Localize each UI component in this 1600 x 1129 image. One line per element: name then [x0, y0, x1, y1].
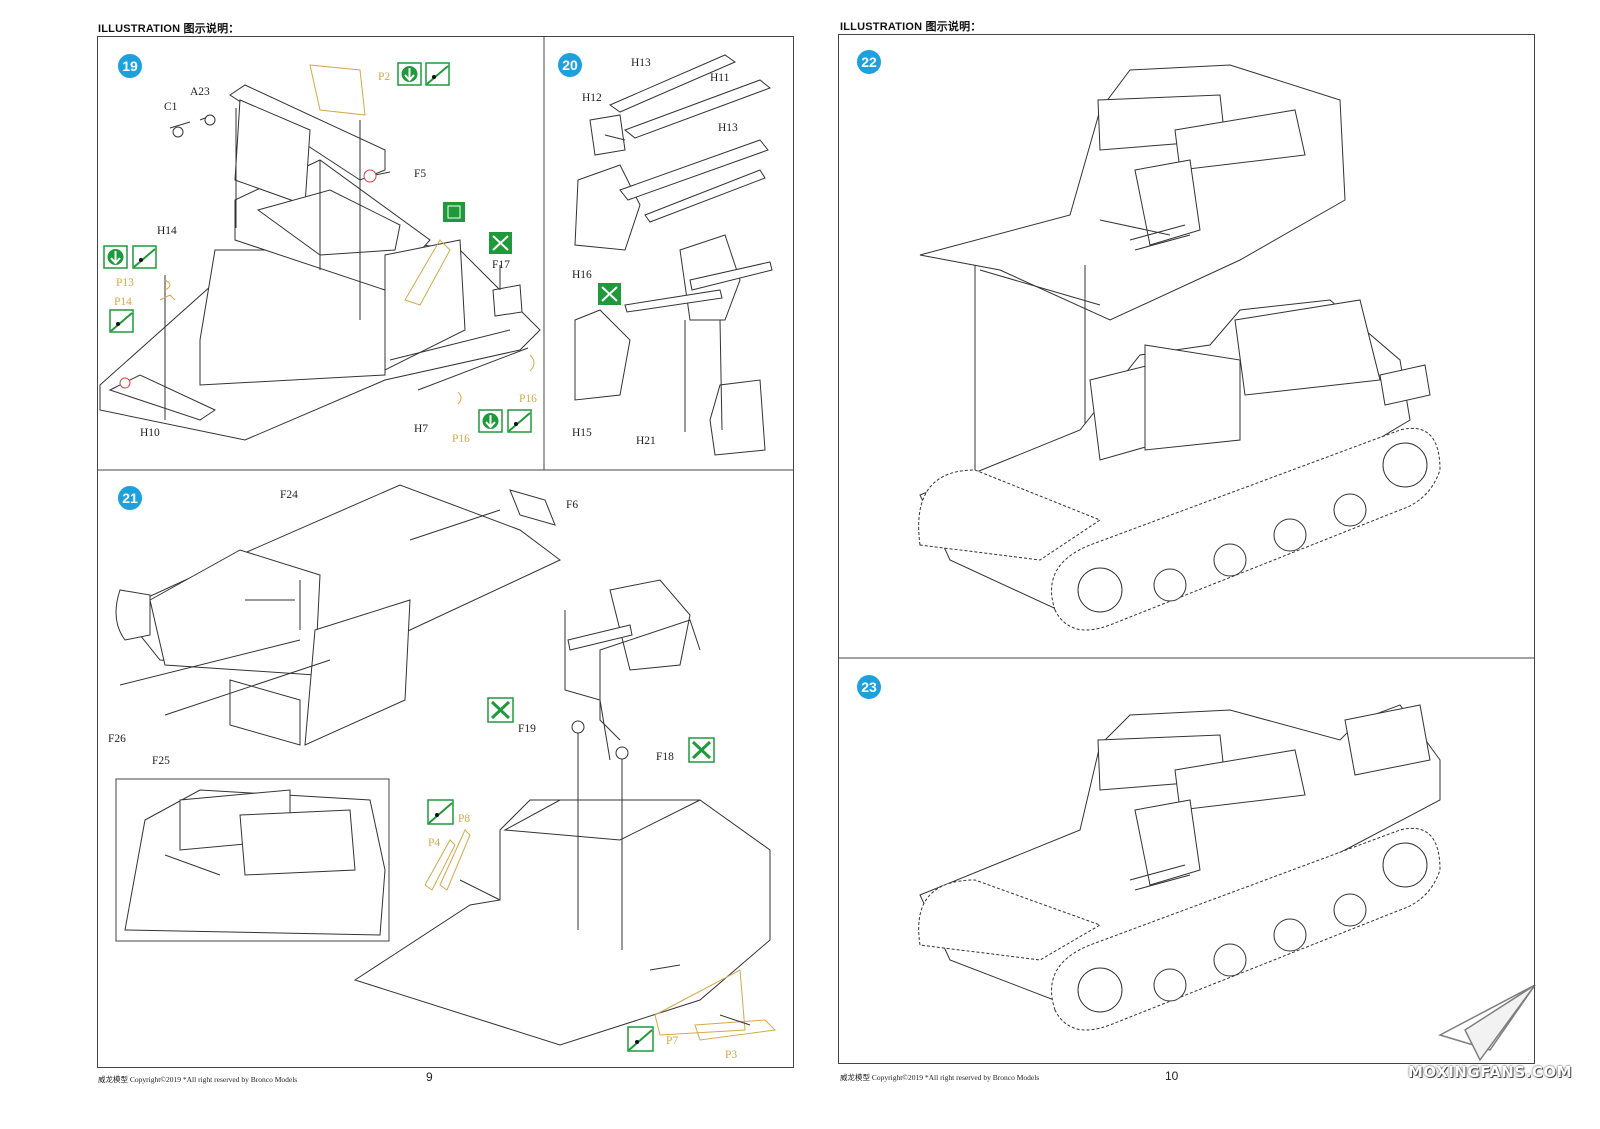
paint-brush-icon: [427, 799, 454, 825]
label-H12: H12: [582, 92, 602, 104]
label-H10: H10: [140, 427, 160, 439]
label-H14: H14: [157, 225, 177, 237]
label-A23: A23: [190, 86, 210, 98]
cut-sprue-icon: [489, 232, 512, 254]
left-page-number: 9: [426, 1070, 433, 1084]
right-page-number: 10: [1165, 1069, 1179, 1083]
no-glue-icon: [487, 697, 514, 723]
left-header: ILLUSTRATION 图示说明：: [98, 23, 240, 35]
right-page: ILLUSTRATION 图示说明：: [800, 0, 1600, 1129]
detail-inset: [124, 789, 386, 936]
left-page: ILLUSTRATION 图示说明：: [97, 23, 794, 1084]
paint-brush-icon: [132, 245, 157, 269]
step-badge-20: 20: [558, 53, 582, 77]
label-F6: F6: [566, 499, 578, 511]
watermark-logo: [1438, 984, 1536, 1062]
label-F18: F18: [656, 751, 674, 763]
label-C1: C1: [164, 101, 178, 113]
no-glue-icon: [688, 737, 715, 763]
label-F17: F17: [492, 259, 510, 271]
paint-brush-icon: [507, 409, 532, 433]
left-footer: 威龙模型 Copyright©2019 *All right reserved …: [98, 1075, 298, 1084]
step23-drawing: [918, 704, 1441, 1031]
step22-drawing: [918, 64, 1441, 631]
label-P13: P13: [116, 277, 134, 289]
glue-down-icon: [397, 62, 422, 86]
label-H7: H7: [414, 423, 428, 435]
label-P16a: P16: [519, 393, 537, 405]
label-P16b: P16: [452, 433, 470, 445]
label-H13a: H13: [631, 57, 651, 69]
right-footer: 威龙模型 Copyright©2019 *All right reserved …: [840, 1073, 1040, 1082]
step19-drawing: [99, 64, 541, 441]
label-F5: F5: [414, 168, 426, 180]
right-illustrations: [838, 64, 1536, 1062]
left-frame: [97, 36, 794, 1068]
label-H13b: H13: [718, 122, 738, 134]
shield-icon: [443, 202, 465, 222]
label-P7: P7: [666, 1035, 678, 1047]
label-H21: H21: [636, 435, 656, 447]
label-F24: F24: [280, 489, 298, 501]
label-H15: H15: [572, 427, 592, 439]
left-illustrations: C1 A23 P2 F5 H14 P13 P14 F17 H10 H7 P16 …: [97, 36, 794, 1061]
label-P4: P4: [428, 837, 440, 849]
paint-brush-icon: [425, 62, 450, 86]
label-F25: F25: [152, 755, 170, 767]
label-P14: P14: [114, 296, 132, 308]
step20-drawing: [574, 54, 773, 456]
watermark-text: MOXINGFANS.COM: [1408, 1063, 1573, 1081]
paint-brush-icon: [109, 309, 134, 333]
step-badge-22: 22: [857, 50, 881, 74]
step-badge-19: 19: [118, 54, 142, 78]
label-H11: H11: [710, 72, 730, 84]
glue-down-icon: [103, 245, 128, 269]
right-header: ILLUSTRATION 图示说明：: [840, 21, 982, 33]
cut-sprue-icon: [598, 283, 621, 305]
step21-drawing: [115, 484, 777, 1046]
label-P3: P3: [725, 1049, 737, 1061]
label-P8: P8: [458, 813, 470, 825]
paint-brush-icon: [627, 1026, 654, 1052]
step-badge-21: 21: [118, 486, 142, 510]
label-P2: P2: [378, 71, 390, 83]
right-frame: [838, 34, 1535, 1064]
step-badge-23: 23: [857, 675, 881, 699]
label-F19: F19: [518, 723, 536, 735]
glue-down-icon: [478, 409, 503, 433]
label-F26: F26: [108, 733, 126, 745]
label-H16: H16: [572, 269, 592, 281]
